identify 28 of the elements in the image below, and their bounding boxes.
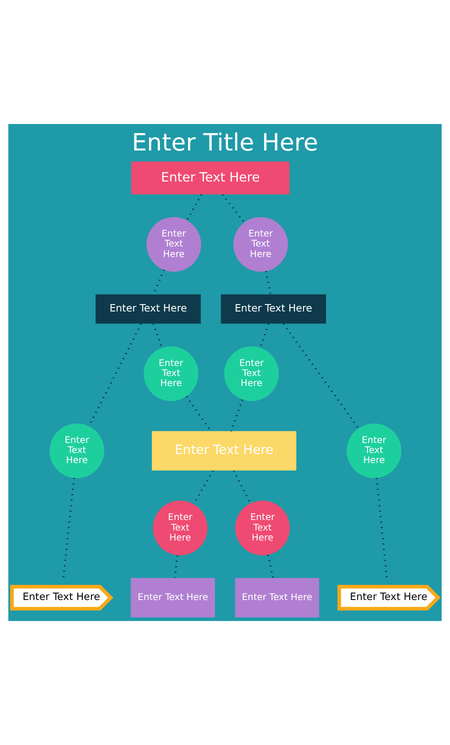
connector	[267, 554, 274, 578]
node-box: Enter Text Here	[152, 431, 296, 470]
node-circle: Enter Text Here	[235, 500, 290, 556]
connector	[265, 271, 272, 294]
connector	[192, 470, 214, 505]
connector	[174, 555, 178, 578]
node-circle: Enter Text Here	[50, 424, 104, 478]
connector	[232, 470, 252, 504]
node-circle: Enter Text Here	[224, 346, 279, 402]
diagram-title: Enter Title Here	[132, 128, 318, 156]
node-box: Enter Text Here	[235, 578, 320, 618]
node-circle: Enter Text Here	[346, 424, 402, 478]
node-circle: Enter Text Here	[233, 217, 288, 272]
connector	[153, 269, 165, 294]
connector	[282, 323, 360, 429]
node-circle: Enter Text Here	[144, 346, 198, 402]
node-circle: Enter Text Here	[146, 217, 202, 272]
node-circle: Enter Text Here	[152, 500, 208, 556]
connector	[186, 396, 212, 432]
connector	[186, 194, 202, 221]
node-box: Enter Text Here	[131, 161, 290, 194]
connector	[259, 324, 270, 348]
node-box: Enter Text Here	[220, 294, 326, 324]
node-box: Enter Text Here	[130, 578, 215, 618]
connector	[222, 194, 246, 224]
connector	[230, 399, 244, 432]
connector	[152, 324, 163, 348]
node-box: Enter Text Here	[96, 294, 201, 324]
